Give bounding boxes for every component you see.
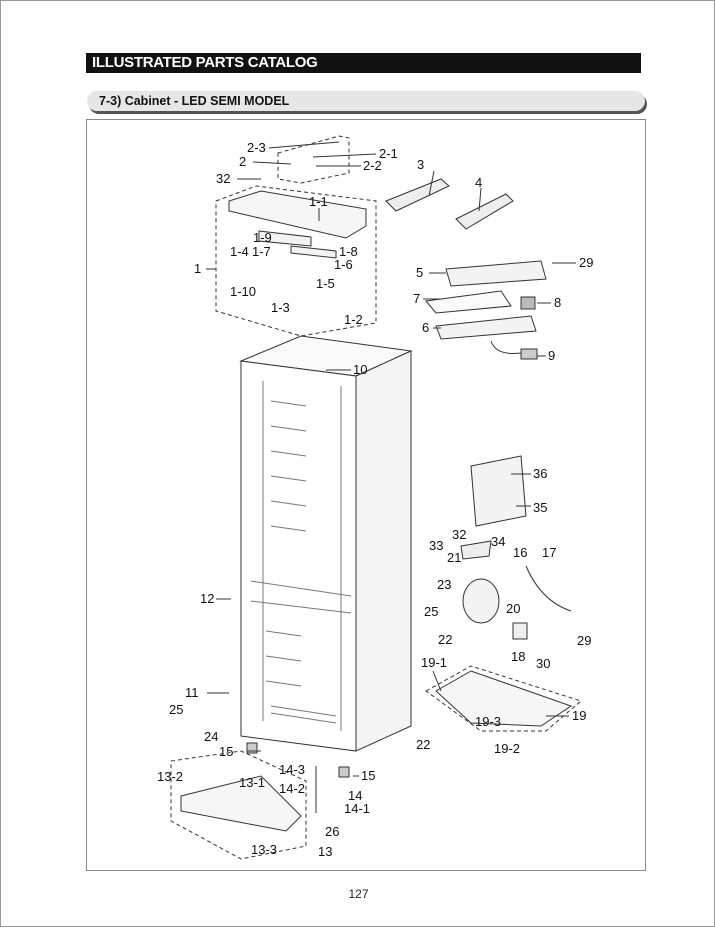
- callout: 4: [475, 175, 482, 190]
- page-number: 127: [348, 887, 369, 901]
- callout: 13-2: [157, 769, 183, 784]
- callout: 9: [548, 348, 555, 363]
- base-plate: [435, 670, 573, 727]
- callout: 3: [417, 157, 424, 172]
- callout: 2-2: [363, 158, 382, 173]
- callout: 35: [533, 500, 547, 515]
- callout: 32: [452, 527, 466, 542]
- callout: 16: [513, 545, 527, 560]
- callout: 2-3: [247, 140, 266, 155]
- callout: 1-3: [271, 300, 290, 315]
- callout: 36: [533, 466, 547, 481]
- part-callouts: 2-3 2 2-1 2-2 32 1-1 1-9 1-4 1-7 1-8 1-6…: [157, 140, 593, 859]
- callout: 14-2: [279, 781, 305, 796]
- callout: 19-2: [494, 741, 520, 756]
- callout: 1-9: [253, 230, 272, 245]
- callout: 29: [577, 633, 591, 648]
- callout: 7: [413, 291, 420, 306]
- front-cover: [180, 775, 302, 832]
- callout: 15: [219, 744, 233, 759]
- callout: 1-7: [252, 244, 271, 259]
- callout: 15: [361, 768, 375, 783]
- callout: 30: [536, 656, 550, 671]
- sheet-7: [425, 290, 512, 314]
- callout: 14-1: [344, 801, 370, 816]
- top-cover: [228, 190, 367, 239]
- callout: 13: [318, 844, 332, 859]
- callout: 1-8: [339, 244, 358, 259]
- callout: 5: [416, 265, 423, 280]
- callout: 22: [438, 632, 452, 647]
- group-13-outline: [170, 750, 307, 860]
- callout: 13-1: [239, 775, 265, 790]
- callout: 21: [447, 550, 461, 565]
- callout: 34: [491, 534, 505, 549]
- callout: 10: [353, 362, 367, 377]
- callout: 25: [424, 604, 438, 619]
- callout: 1-6: [334, 257, 353, 272]
- led-lamp-4: [455, 193, 514, 230]
- section-title: 7-3) Cabinet - LED SEMI MODEL: [87, 91, 645, 111]
- pcb-case: [435, 315, 537, 340]
- callout: 18: [511, 649, 525, 664]
- page-header: ILLUSTRATED PARTS CATALOG: [86, 53, 641, 73]
- callout: 19-1: [421, 655, 447, 670]
- callout: 8: [554, 295, 561, 310]
- callout: 29: [579, 255, 593, 270]
- callout: 24: [204, 729, 218, 744]
- group-2-outline: [277, 135, 350, 184]
- callout: 14: [348, 788, 362, 803]
- callout: 1-10: [230, 284, 256, 299]
- callout: 13-3: [251, 842, 277, 857]
- callout: 19: [572, 708, 586, 723]
- callout: 25: [169, 702, 183, 717]
- callout: 6: [422, 320, 429, 335]
- callout: 19-3: [475, 714, 501, 729]
- diagram-frame: [86, 119, 646, 871]
- callout: 1: [194, 261, 201, 276]
- callout: 1-1: [309, 194, 328, 209]
- callout: 1-5: [316, 276, 335, 291]
- callout: 33: [429, 538, 443, 553]
- back-cover: [470, 455, 527, 527]
- callout: 2-1: [379, 146, 398, 161]
- callout: 23: [437, 577, 451, 592]
- compressor: [462, 578, 500, 624]
- callout: 32: [216, 171, 230, 186]
- callout: 12: [200, 591, 214, 606]
- callout: 2: [239, 154, 246, 169]
- callout: 22: [416, 737, 430, 752]
- callout: 20: [506, 601, 520, 616]
- callout: 14-3: [279, 762, 305, 777]
- group-1-outline: [215, 185, 377, 337]
- callout: 17: [542, 545, 556, 560]
- callout: 1-4: [230, 244, 249, 259]
- pcb-cover: [445, 260, 547, 287]
- callout: 1-2: [344, 312, 363, 327]
- callout: 11: [185, 685, 199, 700]
- led-lamp-3: [385, 178, 450, 212]
- callout: 26: [325, 824, 339, 839]
